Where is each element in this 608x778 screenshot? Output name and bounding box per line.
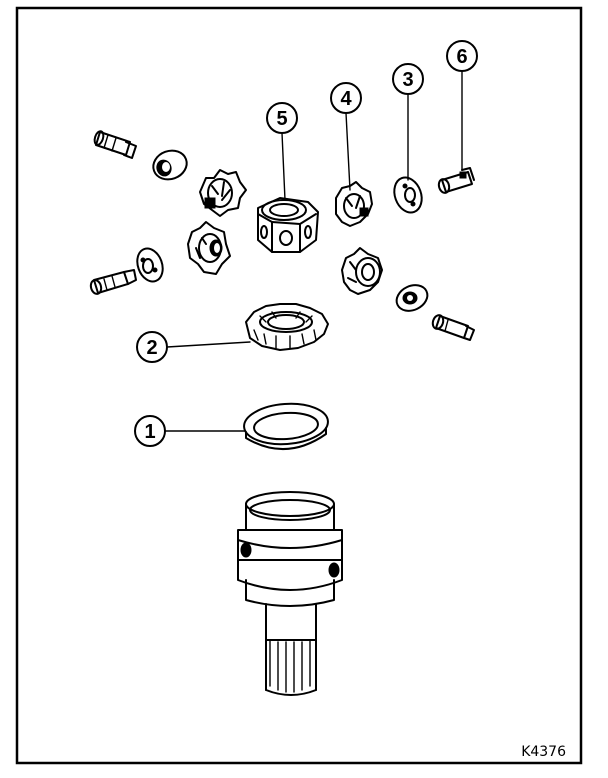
- pinion-gear-lower-right: [341, 247, 383, 295]
- pin-lower-right: [431, 314, 475, 341]
- pin-upper-right: [437, 167, 475, 194]
- pinion-gear-right: [335, 181, 373, 227]
- callout-4: 4: [330, 82, 362, 191]
- pinion-gear-mid-left: [187, 221, 231, 275]
- callout-6: 6: [446, 40, 478, 171]
- callout-5: 5: [266, 102, 298, 201]
- pinion-gear-upper-left: [199, 169, 247, 217]
- side-gear: [245, 303, 329, 351]
- pin-lower-left: [89, 269, 137, 295]
- callout-5-label: 5: [276, 108, 287, 130]
- callout-1-label: 1: [144, 421, 155, 443]
- thrust-washer-lower-right: [395, 284, 429, 312]
- thrust-washer-mid-left: [136, 247, 164, 283]
- callout-1: 1: [134, 415, 246, 447]
- differential-housing: [237, 491, 343, 696]
- callout-3: 3: [392, 63, 424, 181]
- callout-6-label: 6: [456, 46, 467, 68]
- callout-2: 2: [136, 331, 251, 363]
- thrust-washer-right-upper: [393, 176, 423, 214]
- differential-spider: [257, 197, 319, 253]
- pin-upper-left: [93, 130, 137, 159]
- thrust-washer-upper-left: [152, 149, 188, 181]
- callout-3-label: 3: [402, 69, 413, 91]
- thrust-ring: [243, 402, 329, 450]
- callout-4-label: 4: [340, 88, 352, 110]
- figure-frame: [15, 6, 583, 765]
- callout-2-label: 2: [146, 337, 157, 359]
- figure-code: K4376: [521, 744, 566, 760]
